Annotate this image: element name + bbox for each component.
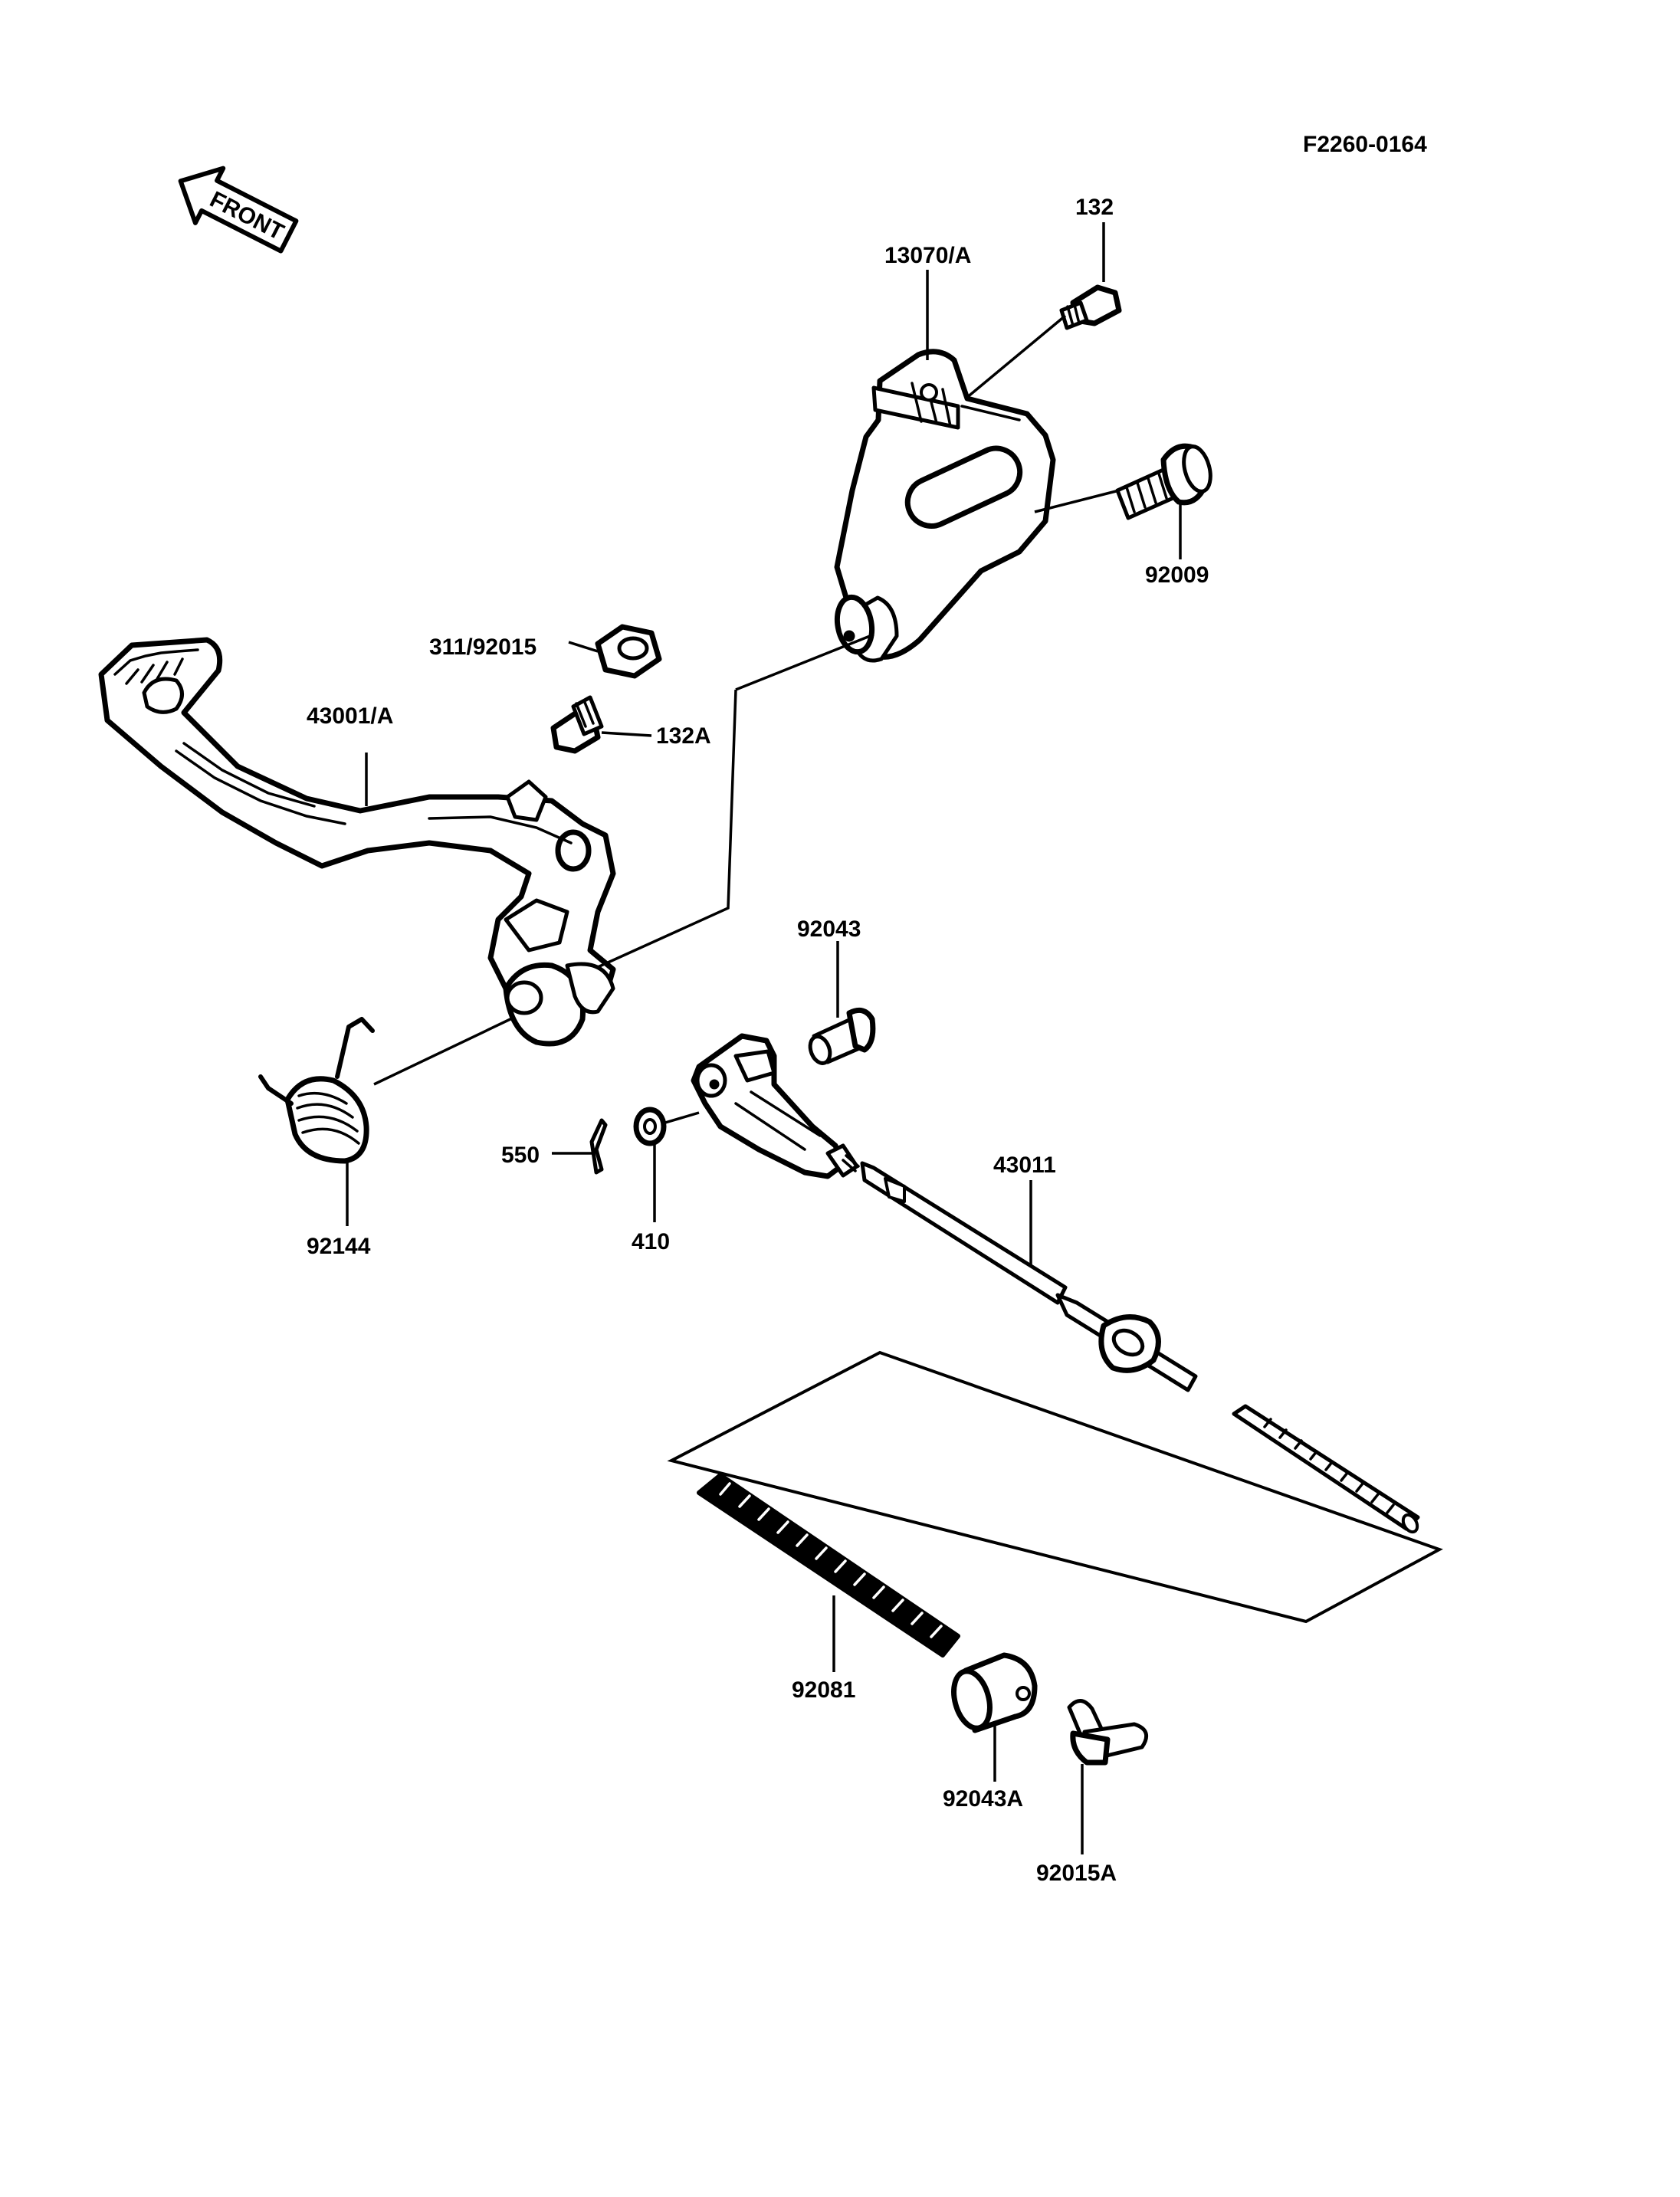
spring-92144 [258, 1017, 375, 1164]
callout-92043A: 92043A [943, 1786, 1023, 1812]
callout-92009: 92009 [1145, 562, 1209, 588]
bolt-92009 [1115, 443, 1212, 520]
brake-rod-43011 [691, 1033, 1420, 1534]
bracket-13070A [834, 349, 1056, 663]
callout-13070A: 13070/A [884, 243, 971, 268]
pin-92043 [808, 1007, 876, 1065]
leader-lines [346, 222, 1182, 1854]
callout-92015A: 92015A [1036, 1861, 1117, 1886]
figure-code: F2260-0164 [1303, 132, 1427, 157]
bolt-132 [1059, 284, 1122, 330]
bolt-132A [550, 695, 604, 754]
callout-92081: 92081 [792, 1677, 855, 1703]
collar-92043A [951, 1652, 1038, 1733]
callout-labels: 132 13070/A 92009 311/92015 132A 43001/A… [307, 195, 1209, 1886]
cotter-pin-550 [589, 1118, 608, 1175]
wing-nut-92015A [1067, 1699, 1149, 1766]
callout-132: 132 [1075, 195, 1114, 220]
callout-132A: 132A [656, 723, 711, 749]
nut-311-92015 [595, 624, 662, 679]
spring-92081 [697, 1473, 960, 1658]
callout-43001A: 43001/A [307, 703, 393, 729]
callout-92144: 92144 [307, 1234, 371, 1259]
callout-311-92015: 311/92015 [429, 635, 536, 660]
spring-group-outline [667, 1350, 1443, 1624]
washer-410 [633, 1107, 667, 1146]
callout-410: 410 [632, 1229, 670, 1254]
callout-550: 550 [501, 1143, 540, 1168]
callout-43011: 43011 [993, 1153, 1056, 1178]
front-arrow-icon: FRONT [178, 166, 299, 254]
callout-92043: 92043 [797, 917, 861, 942]
brake-pedal-43001A [98, 637, 616, 1047]
